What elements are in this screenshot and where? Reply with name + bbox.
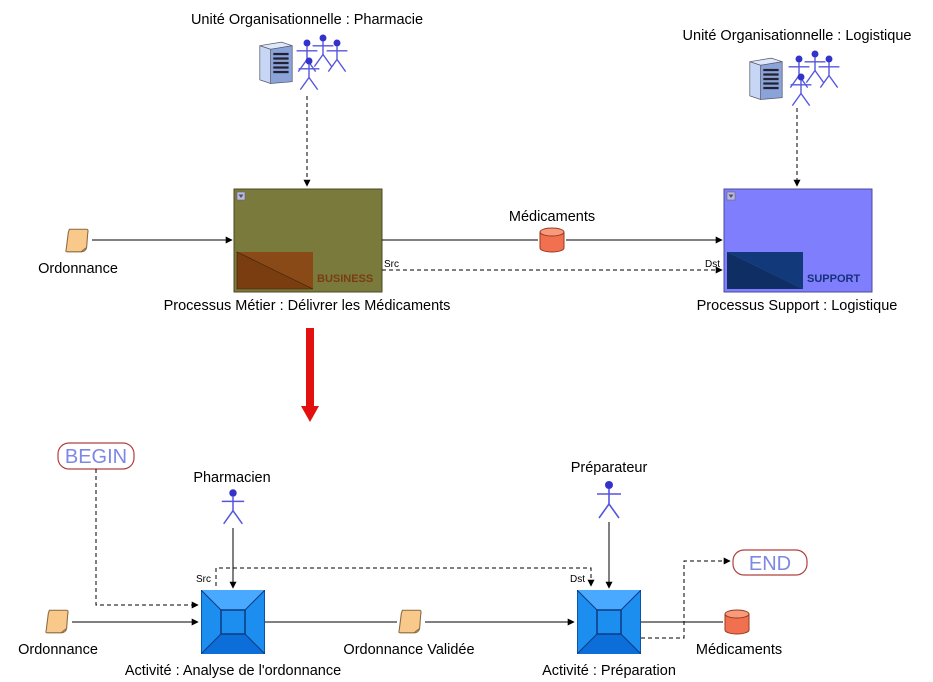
database-icon <box>539 227 565 253</box>
src-dst-link-bottom <box>215 567 595 587</box>
begin-node[interactable]: BEGIN <box>57 442 135 470</box>
red-arrow-down-icon <box>301 328 319 422</box>
document-icon <box>45 609 69 634</box>
bottom-ordonnance-label: Ordonnance <box>18 642 98 658</box>
end-label: END <box>749 553 791 575</box>
activity-analyse-box[interactable] <box>201 590 265 654</box>
activity-preparation-box[interactable] <box>577 590 641 654</box>
flow-preparation-to-end <box>641 557 731 639</box>
flow-begin-to-analyse <box>95 469 199 609</box>
begin-label: BEGIN <box>65 446 127 468</box>
document-icon <box>398 609 422 634</box>
ordonnance-validee-label: Ordonnance Validée <box>343 642 474 658</box>
preparateur-label: Préparateur <box>571 460 648 476</box>
activity-preparation-label: Activité : Préparation <box>542 663 676 679</box>
activity-analyse-label: Activité : Analyse de l'ordonnance <box>125 663 341 679</box>
document-icon <box>65 228 89 253</box>
org-unit-pharmacie-label: Unité Organisationnelle : Pharmacie <box>191 12 423 28</box>
end-node[interactable]: END <box>732 549 808 576</box>
business-process-label: Processus Métier : Délivrer les Médicame… <box>164 298 451 314</box>
org-unit-logistique-label: Unité Organisationnelle : Logistique <box>683 28 912 44</box>
top-dst-label: Dst <box>705 259 720 270</box>
support-tag: SUPPORT <box>807 273 860 285</box>
top-ordonnance-label: Ordonnance <box>38 261 118 277</box>
bottom-medicaments-label: Médicaments <box>696 642 782 658</box>
server-icon <box>259 41 293 84</box>
people-icon <box>295 33 349 91</box>
business-process-box[interactable]: BUSINESS <box>233 188 383 293</box>
support-process-box[interactable]: SUPPORT <box>723 188 873 293</box>
person-icon <box>596 480 622 519</box>
business-tag: BUSINESS <box>317 273 373 285</box>
person-icon <box>221 488 245 525</box>
support-process-label: Processus Support : Logistique <box>697 298 898 314</box>
top-medicaments-label: Médicaments <box>509 209 595 225</box>
bottom-dst-label: Dst <box>570 574 585 585</box>
database-icon <box>724 609 750 635</box>
bottom-src-label: Src <box>196 574 211 585</box>
server-icon <box>749 57 783 100</box>
top-src-label: Src <box>384 259 399 270</box>
people-icon <box>787 49 841 107</box>
pharmacien-label: Pharmacien <box>193 470 270 486</box>
